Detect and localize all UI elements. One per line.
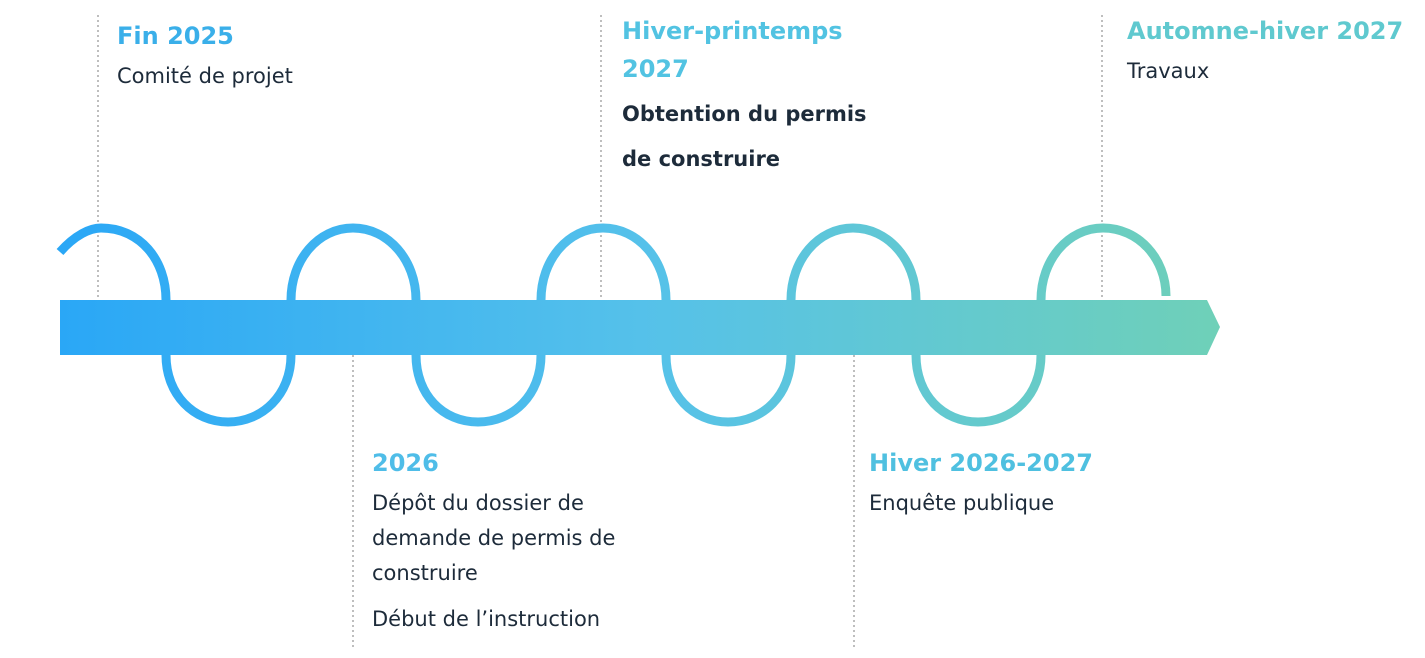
milestone-description: Obtention du permis de construire bbox=[622, 102, 867, 171]
milestone-description: Comité de projet bbox=[117, 64, 293, 88]
milestone-description: Enquête publique bbox=[869, 491, 1055, 515]
milestone-hiver-2026-2027: Hiver 2026-2027 Enquête publique bbox=[869, 444, 1169, 521]
milestone-description: Dépôt du dossier de demande de permis de… bbox=[372, 491, 616, 585]
milestone-description: Début de l’instruction bbox=[372, 607, 601, 631]
milestone-fin-2025: Fin 2025 Comité de projet bbox=[117, 17, 417, 94]
milestone-date: 2026 bbox=[372, 449, 439, 477]
timeline-coil bbox=[56, 223, 1171, 427]
milestone-date: Automne-hiver 2027 bbox=[1127, 17, 1404, 45]
milestone-date: Hiver-printemps 2027 bbox=[622, 17, 843, 83]
milestone-date: Hiver 2026-2027 bbox=[869, 449, 1093, 477]
milestone-hiver-printemps-2027: Hiver-printemps 2027 Obtention du permis… bbox=[622, 12, 882, 182]
milestone-2026: 2026 Dépôt du dossier de demande de perm… bbox=[372, 444, 622, 637]
milestone-description: Travaux bbox=[1127, 59, 1210, 83]
milestone-automne-hiver-2027: Automne-hiver 2027 Travaux bbox=[1127, 12, 1422, 89]
timeline-arrow bbox=[60, 300, 1220, 355]
milestone-date: Fin 2025 bbox=[117, 22, 234, 50]
